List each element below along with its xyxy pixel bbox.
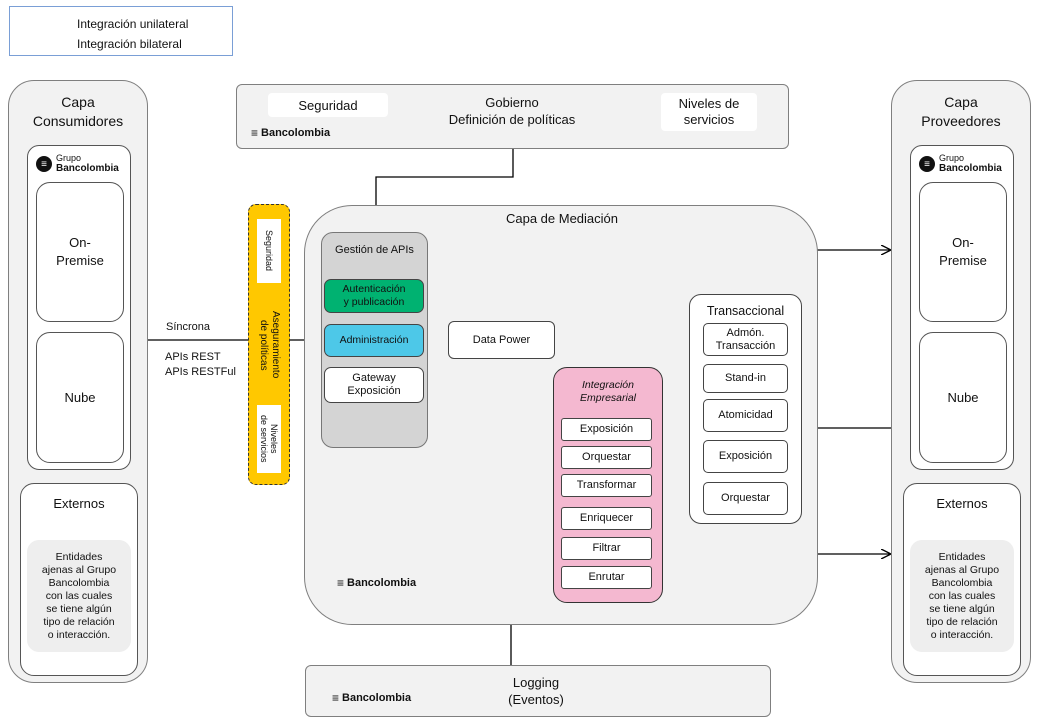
proveedores-externos: Externos Entidades ajenas al Grupo Banco… [903,483,1021,676]
integracion-item-label: Enriquecer [579,512,634,524]
externos-desc: Entidades ajenas al Grupo Bancolombia co… [41,550,117,641]
autenticacion-box: Autenticación y publicación [324,279,424,313]
transaccional-title: Transaccional [706,304,785,318]
administracion-label: Administración [339,334,409,346]
logging-title: Logging (Eventos) [508,675,564,707]
grupo-label: Grupo [939,153,965,163]
grupo-label: Grupo [56,153,82,163]
bancolombia-mark-icon: ≡ [337,576,345,590]
aseguramiento-title: Aseguramiento de políticas [253,297,285,393]
aseguramiento-label: Aseguramiento de políticas [258,311,281,379]
consumidores-nube: Nube [36,332,124,463]
brand-label: Bancolombia [342,692,412,704]
integracion-item-exposicion: Exposición [561,418,652,441]
gobierno-title: Gobierno Definición de políticas [448,95,576,127]
integracion-item-filtrar: Filtrar [561,537,652,560]
bancolombia-label: Bancolombia [56,163,119,174]
legend: Integración unilateral Integración bilat… [9,6,233,56]
consumidores-externos: Externos Entidades ajenas al Grupo Banco… [20,483,138,676]
apis-label: APIs REST APIs RESTFul [165,351,236,378]
gateway-box: Gateway Exposición [324,367,424,403]
brand-label: Bancolombia [347,577,417,589]
legend-bilateral: Integración bilateral [77,37,182,51]
consumidores-grupo-logo: ≡ Grupo Bancolombia [36,154,119,174]
integracion-item-label: Exposición [579,423,634,435]
gateway-label: Gateway Exposición [347,372,401,397]
proveedores-on-premise: On- Premise [919,182,1007,322]
administracion-box: Administración [324,324,424,357]
transaccional-item-label: Orquestar [721,492,770,504]
consumidores-title: Capa Consumidores [32,94,124,129]
nube-label: Nube [947,390,979,405]
integracion-title: Integración Empresarial [579,379,637,404]
niveles-label: Niveles de servicios [678,96,740,127]
integracion-item-transformar: Transformar [561,474,652,497]
integracion-item-label: Enrutar [588,571,625,583]
proveedores-nube: Nube [919,332,1007,463]
gestion-title: Gestión de APIs [335,244,414,256]
gobierno-panel: Seguridad Gobierno Definición de polític… [236,84,789,149]
consumidores-grupo-box: ≡ Grupo Bancolombia On- Premise Nube [27,145,131,470]
transaccional-item-orquestar: Orquestar [703,482,788,515]
autenticacion-label: Autenticación y publicación [342,283,406,308]
aseguramiento-seguridad: Seguridad [257,219,281,283]
consumidores-on-premise: On- Premise [36,182,124,322]
aseguramiento-niveles: Niveles de servicios [257,405,281,473]
data-power-label: Data Power [472,333,531,346]
gobierno-brand: ≡ Bancolombia [251,126,330,140]
seguridad-label: Seguridad [298,97,358,113]
externos-desc: Entidades ajenas al Grupo Bancolombia co… [924,550,1000,641]
logging-panel: Logging (Eventos) ≡ Bancolombia [305,665,771,717]
transaccional-item-atomicidad: Atomicidad [703,399,788,432]
capa-consumidores: Capa Consumidores ≡ Grupo Bancolombia On… [8,80,148,683]
on-premise-label: On- Premise [939,235,987,268]
bancolombia-logo-icon: ≡ [36,156,52,172]
transaccional-item-label: Exposición [718,450,773,462]
bancolombia-logo-icon: ≡ [919,156,935,172]
transaccional-item-label: Atomicidad [718,409,773,421]
externos-title: Externos [53,496,105,511]
integracion-item-label: Orquestar [582,451,631,463]
logging-brand: ≡ Bancolombia [332,691,411,705]
proveedores-grupo-logo: ≡ Grupo Bancolombia [919,154,1002,174]
bancolombia-mark-icon: ≡ [251,126,259,140]
externos-desc-box: Entidades ajenas al Grupo Bancolombia co… [910,540,1014,652]
niveles-label: Niveles de servicios [259,415,279,463]
gobierno-seguridad: Seguridad [268,93,388,117]
sincrona-label: Síncrona [166,321,211,333]
on-premise-label: On- Premise [56,235,104,268]
externos-desc-box: Entidades ajenas al Grupo Bancolombia co… [27,540,131,652]
nube-label: Nube [64,390,96,405]
transaccional-item-label: Stand-in [725,372,766,384]
proveedores-title: Capa Proveedores [921,94,1001,129]
transaccional-item-exposicion: Exposición [703,440,788,473]
brand-label: Bancolombia [261,127,331,139]
aseguramiento-panel: Seguridad Aseguramiento de políticas Niv… [248,204,290,485]
externos-title: Externos [936,496,988,511]
seguridad-label: Seguridad [264,230,274,272]
bancolombia-label: Bancolombia [939,163,1002,174]
gobierno-niveles: Niveles de servicios [661,93,757,131]
transaccional-item-label: Admón. Transacción [715,326,776,352]
bancolombia-mark-icon: ≡ [332,691,340,705]
transaccional-item-standin: Stand-in [703,364,788,393]
mediacion-title: Capa de Mediación [505,211,619,226]
integracion-item-enrutar: Enrutar [561,566,652,589]
capa-proveedores: Capa Proveedores ≡ Grupo Bancolombia On-… [891,80,1031,683]
integracion-item-orquestar: Orquestar [561,446,652,469]
proveedores-grupo-box: ≡ Grupo Bancolombia On- Premise Nube [910,145,1014,470]
data-power-box: Data Power [448,321,555,359]
integracion-item-enriquecer: Enriquecer [561,507,652,530]
transaccional-item-admon: Admón. Transacción [703,323,788,356]
integracion-item-label: Filtrar [592,542,621,554]
mediacion-brand: ≡ Bancolombia [337,576,416,590]
integracion-item-label: Transformar [576,479,637,491]
legend-unilateral: Integración unilateral [77,17,189,31]
